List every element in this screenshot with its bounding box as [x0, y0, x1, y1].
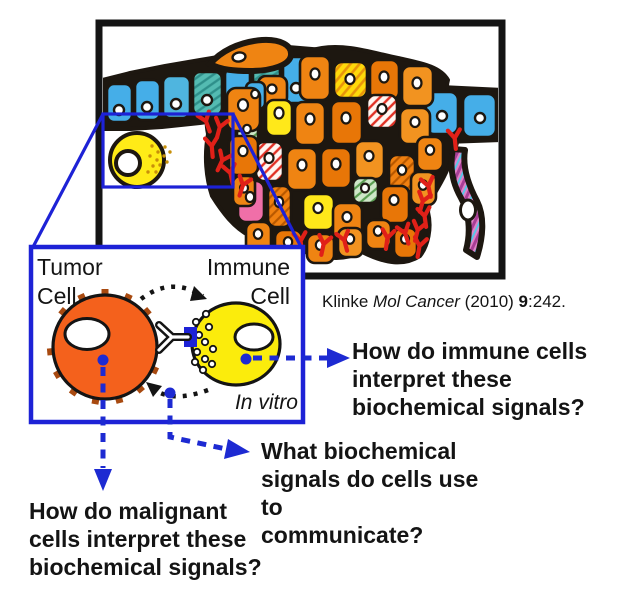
immune-cell-in-tissue [108, 131, 172, 189]
zoom-callout [31, 112, 303, 248]
arrowhead-right-icon [327, 348, 350, 368]
immune-nucleus [233, 322, 275, 352]
tumor-point-marker [97, 354, 109, 366]
receptor-binding-icon [155, 321, 197, 354]
question-biochemical-signals: What biochemical signals do cells use to… [261, 438, 479, 548]
tumor-cell-label: Tumor Cell [37, 254, 103, 309]
tumor-cell-icon [46, 289, 160, 405]
granule-dots [146, 144, 172, 174]
citation-volume: 9 [518, 292, 529, 311]
tissue-illustration [103, 36, 498, 265]
signal-point-marker [164, 387, 176, 399]
arc-arrowhead-right-icon [190, 286, 207, 301]
citation-year: (2010) [459, 292, 519, 311]
vesicle-dots [187, 309, 218, 375]
arc-arrowhead-left-icon [146, 382, 162, 397]
immune-cell-icon [187, 301, 282, 387]
immune-cell-label: Immune Cell [206, 254, 290, 309]
citation-pages: :242. [528, 292, 566, 311]
immune-point-marker [240, 353, 252, 365]
zoom-source-rect [101, 112, 235, 189]
zoom-connector-right [231, 113, 303, 248]
citation-author: Klinke [322, 292, 374, 311]
arrow-line-to-signals-question [167, 399, 232, 453]
citation-journal: Mol Cancer [373, 292, 460, 311]
signal-arc-tumor-to-immune [139, 284, 205, 301]
citation: Klinke Mol Cancer (2010) 9:242. [322, 292, 566, 312]
zoom-connector-left [31, 113, 105, 248]
arrowhead-down-icon [94, 469, 112, 491]
arrowhead-signals-icon [224, 439, 250, 459]
in-vitro-label: In vitro [234, 391, 298, 414]
tumor-mass-cells [225, 54, 445, 265]
fibroblast-cell [448, 146, 486, 260]
epithelium-right-cells [424, 90, 498, 139]
protruding-tumor-cell [205, 36, 294, 75]
question-arrows [94, 348, 350, 491]
tumor-nucleus [63, 317, 111, 351]
question-immune-cells: How do immune cells interpret these bioc… [352, 338, 588, 420]
signal-exchange-arrows [139, 284, 209, 399]
question-malignant-cells: How do malignant cells interpret these b… [29, 498, 262, 580]
